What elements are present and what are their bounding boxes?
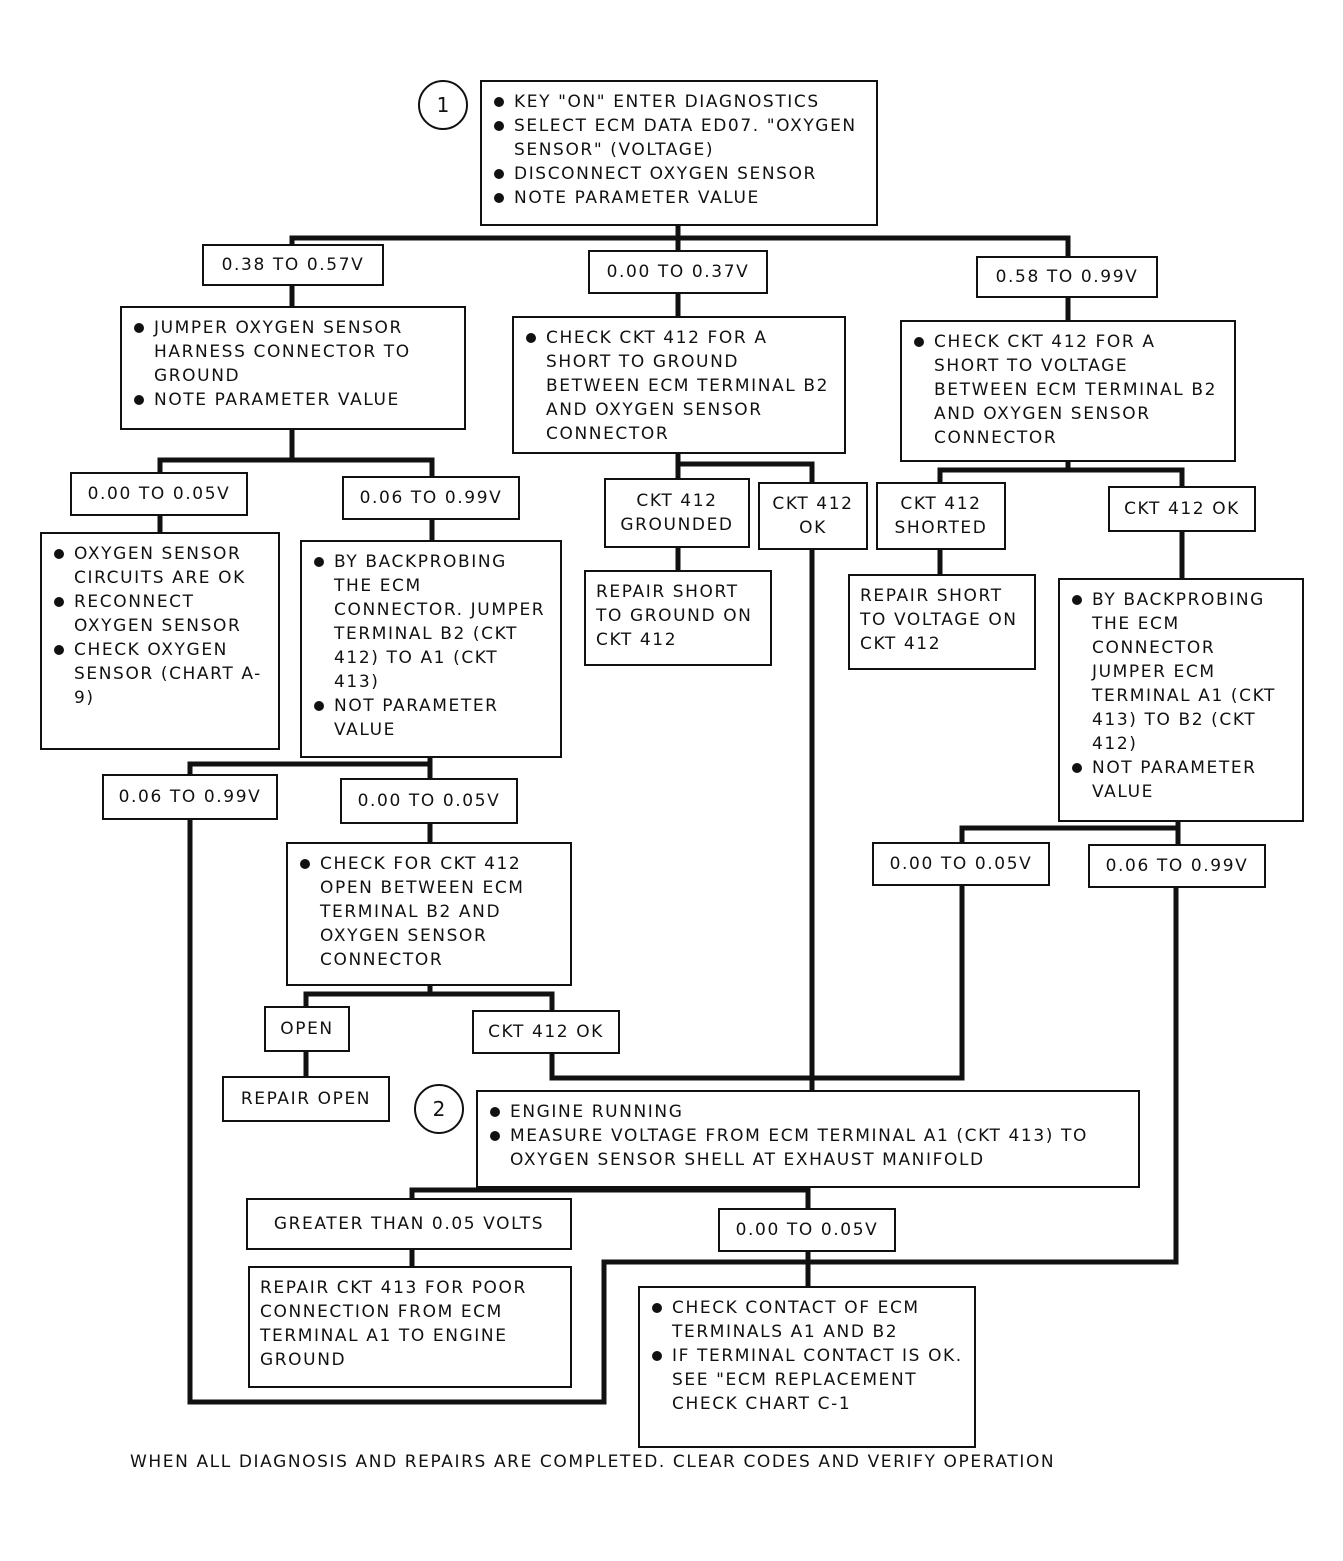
backprobe-right-box: BY BACKPROBING THE ECM CONNECTOR JUMPER …	[1058, 578, 1304, 822]
backprobe-right-item: BY BACKPROBING THE ECM CONNECTOR JUMPER …	[1070, 588, 1292, 756]
short-to-ground-check-box: CHECK CKT 412 FOR A SHORT TO GROUND BETW…	[512, 316, 846, 454]
step-1-item: NOTE PARAMETER VALUE	[492, 186, 866, 210]
branch-label: GREATER THAN 0.05 VOLTS	[246, 1198, 572, 1250]
step-2-marker: 2	[414, 1084, 464, 1134]
wire-shortvoltage-ok	[1065, 467, 1185, 491]
jumper-item: NOTE PARAMETER VALUE	[132, 388, 454, 412]
check-contact-box: CHECK CONTACT OF ECM TERMINALS A1 AND B2…	[638, 1286, 976, 1448]
branch-label: 0.00 TO 0.37V	[588, 250, 768, 294]
wire-shortvoltage-shorted	[937, 459, 1071, 487]
backprobe-left-item: BY BACKPROBING THE ECM CONNECTOR. JUMPER…	[312, 550, 550, 694]
circuits-ok-item: RECONNECT OXYGEN SENSOR	[52, 590, 268, 638]
wire-checkopen-ok	[427, 991, 555, 1015]
step-1-box: KEY "ON" ENTER DIAGNOSTICS SELECT ECM DA…	[480, 80, 878, 226]
wire-r000-step2	[805, 881, 965, 1081]
repair-open-box: REPAIR OPEN	[222, 1076, 390, 1122]
jumper-test-box: JUMPER OXYGEN SENSOR HARNESS CONNECTOR T…	[120, 306, 466, 430]
wire-left-return	[187, 815, 1177, 1405]
wire-checkopen-open	[303, 981, 433, 1011]
repair-ckt-413-box: REPAIR CKT 413 FOR POOR CONNECTION FROM …	[248, 1266, 572, 1388]
short-ground-item: CHECK CKT 412 FOR A SHORT TO GROUND BETW…	[524, 326, 834, 446]
wire-jumper-right	[289, 457, 435, 481]
footer-note: WHEN ALL DIAGNOSIS AND REPAIRS ARE COMPL…	[130, 1452, 1056, 1472]
branch-label: CKT 412 SHORTED	[876, 482, 1006, 550]
check-open-box: CHECK FOR CKT 412 OPEN BETWEEN ECM TERMI…	[286, 842, 572, 986]
short-voltage-item: CHECK CKT 412 FOR A SHORT TO VOLTAGE BET…	[912, 330, 1224, 450]
wire-jumper-left	[157, 425, 295, 477]
check-contact-item: CHECK CONTACT OF ECM TERMINALS A1 AND B2	[650, 1296, 964, 1344]
step-2-box: ENGINE RUNNING MEASURE VOLTAGE FROM ECM …	[476, 1090, 1140, 1188]
branch-label: 0.38 TO 0.57V	[202, 244, 384, 286]
wire-step1-right	[675, 235, 1071, 261]
branch-label: CKT 412 GROUNDED	[604, 478, 750, 548]
branch-label: 0.00 TO 0.05V	[872, 842, 1050, 886]
branch-label: CKT 412 OK	[758, 482, 868, 550]
branch-label: CKT 412 OK	[1108, 486, 1256, 532]
step-1-item: DISCONNECT OXYGEN SENSOR	[492, 162, 866, 186]
branch-label: 0.06 TO 0.99V	[1088, 844, 1266, 888]
branch-label: OPEN	[264, 1006, 350, 1052]
step-1-item: KEY "ON" ENTER DIAGNOSTICS	[492, 90, 866, 114]
repair-short-ground-box: REPAIR SHORT TO GROUND ON CKT 412	[584, 570, 772, 666]
branch-label: 0.58 TO 0.99V	[976, 256, 1158, 298]
branch-label: 0.06 TO 0.99V	[342, 476, 520, 520]
backprobe-left-box: BY BACKPROBING THE ECM CONNECTOR. JUMPER…	[300, 540, 562, 758]
backprobe-right-item: NOT PARAMETER VALUE	[1070, 756, 1292, 804]
step-2-item: MEASURE VOLTAGE FROM ECM TERMINAL A1 (CK…	[488, 1124, 1128, 1172]
step-1-marker: 1	[418, 80, 468, 130]
repair-short-voltage-box: REPAIR SHORT TO VOLTAGE ON CKT 412	[848, 574, 1036, 670]
wire-ok-to-step2	[549, 1049, 811, 1081]
check-open-item: CHECK FOR CKT 412 OPEN BETWEEN ECM TERMI…	[298, 852, 560, 972]
branch-label: 0.00 TO 0.05V	[718, 1208, 896, 1252]
wire-backprobe-left	[187, 753, 433, 779]
short-to-voltage-check-box: CHECK CKT 412 FOR A SHORT TO VOLTAGE BET…	[900, 320, 1236, 462]
circuits-ok-box: OXYGEN SENSOR CIRCUITS ARE OK RECONNECT …	[40, 532, 280, 750]
branch-label: 0.06 TO 0.99V	[102, 774, 278, 820]
step-1-item: SELECT ECM DATA ED07. "OXYGEN SENSOR" (V…	[492, 114, 866, 162]
circuits-ok-item: OXYGEN SENSOR CIRCUITS ARE OK	[52, 542, 268, 590]
check-contact-item: IF TERMINAL CONTACT IS OK. SEE "ECM REPL…	[650, 1344, 964, 1416]
step-2-item: ENGINE RUNNING	[488, 1100, 1128, 1124]
backprobe-left-item: NOT PARAMETER VALUE	[312, 694, 550, 742]
branch-label: 0.00 TO 0.05V	[70, 472, 248, 516]
circuits-ok-item: CHECK OXYGEN SENSOR (CHART A-9)	[52, 638, 268, 710]
branch-label: 0.00 TO 0.05V	[340, 778, 518, 824]
branch-label: CKT 412 OK	[472, 1010, 620, 1054]
wire-backprobeR-left	[959, 817, 1181, 847]
jumper-item: JUMPER OXYGEN SENSOR HARNESS CONNECTOR T…	[132, 316, 454, 388]
